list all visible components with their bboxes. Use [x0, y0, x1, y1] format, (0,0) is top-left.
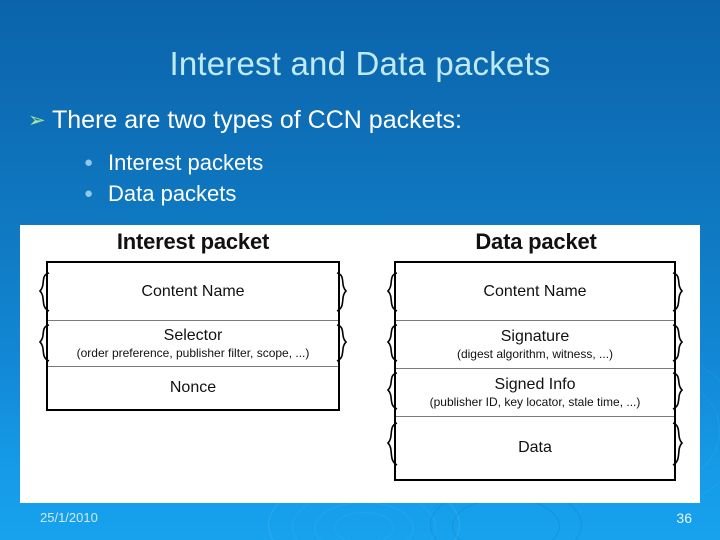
interest-packet-box-wrap: Content Name Selector (order preference,… [28, 261, 358, 411]
section-label: Nonce [169, 379, 217, 396]
ripple-decoration [452, 498, 560, 540]
data-section-signed-info: Signed Info (publisher ID, key locator, … [396, 369, 674, 417]
arrow-bullet-icon: ➢ [28, 109, 46, 132]
section-label: Signed Info [494, 376, 576, 393]
data-packet-diagram: Data packet Content Name Signature (dige… [378, 225, 694, 481]
bullet-level2-data: ● Data packets [84, 178, 688, 209]
dot-bullet-icon: ● [84, 154, 94, 171]
interest-section-content-name: Content Name [48, 263, 338, 321]
section-label: Content Name [483, 282, 587, 300]
bullet-list: ➢ There are two types of CCN packets: ● … [28, 104, 688, 209]
data-section-data: Data [396, 417, 674, 479]
footer-page-number: 36 [676, 510, 692, 526]
ripple-decoration [334, 512, 394, 540]
data-packet-title: Data packet [475, 229, 597, 254]
interest-section-selector: Selector (order preference, publisher fi… [48, 321, 338, 367]
dot-bullet-icon: ● [84, 185, 94, 202]
ripple-decoration [314, 502, 414, 540]
section-label: Signature [500, 328, 570, 345]
data-packet-box: Content Name Signature (digest algorithm… [394, 261, 676, 481]
section-label: Content Name [141, 282, 245, 300]
section-sublabel: (publisher ID, key locator, stale time, … [429, 395, 641, 409]
section-sublabel: (order preference, publisher filter, sco… [76, 346, 310, 360]
interest-section-nonce: Nonce [48, 367, 338, 409]
footer-date: 25/1/2010 [40, 510, 98, 525]
bullet-level2-interest: ● Interest packets [84, 147, 688, 178]
bullet-level2-label: Interest packets [108, 150, 264, 175]
packet-diagram-image: Interest packet Content Name Selector (o… [20, 225, 700, 503]
interest-packet-title: Interest packet [116, 229, 270, 254]
data-packet-box-wrap: Content Name Signature (digest algorithm… [378, 261, 694, 481]
interest-packet-diagram: Interest packet Content Name Selector (o… [28, 225, 358, 411]
data-section-content-name: Content Name [396, 263, 674, 321]
section-label: Data [518, 439, 552, 456]
section-label: Selector [163, 327, 223, 344]
interest-packet-box: Content Name Selector (order preference,… [46, 261, 340, 411]
section-sublabel: (digest algorithm, witness, ...) [456, 347, 614, 361]
data-section-signature: Signature (digest algorithm, witness, ..… [396, 321, 674, 369]
bullet-level1: ➢ There are two types of CCN packets: [28, 104, 688, 137]
bullet-level2-label: Data packets [108, 181, 237, 206]
page-title: Interest and Data packets [169, 45, 551, 82]
bullet-level1-label: There are two types of CCN packets: [52, 106, 462, 134]
